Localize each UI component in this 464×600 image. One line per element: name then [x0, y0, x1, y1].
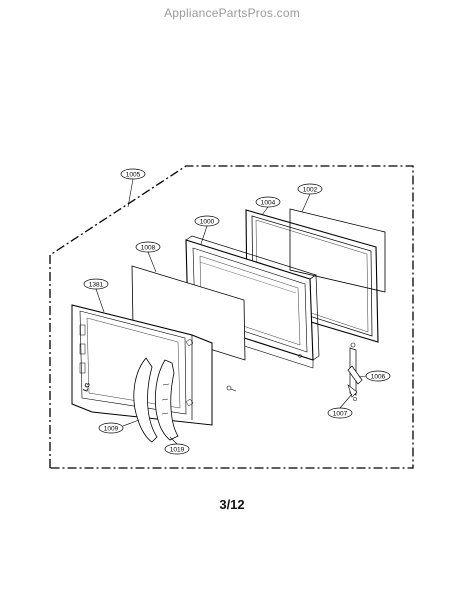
brand-logo: LG [82, 382, 92, 393]
callout-1008: 1008 [135, 241, 161, 253]
part-1008-sheet [131, 265, 246, 361]
part-1009-handle-cover [133, 357, 158, 443]
callout-1007: 1007 [327, 407, 353, 419]
callout-1005: 1005 [120, 168, 146, 180]
callout-label: 1019 [170, 446, 185, 453]
screw [226, 385, 237, 392]
leader-lines [95, 178, 367, 445]
callout-label: 1004 [261, 199, 276, 206]
callout-1019: 1019 [164, 443, 190, 455]
callout-label: 1381 [89, 281, 104, 288]
callout-label: 1009 [104, 425, 119, 432]
assembly-boundary [49, 165, 414, 469]
part-1006-1007-latch [347, 342, 363, 402]
callout-label: 1002 [303, 186, 318, 193]
part-1019-handle [155, 359, 179, 441]
callout-1000: 1000 [194, 215, 220, 227]
callout-1009: 1009 [98, 422, 124, 434]
callout-1006: 1006 [365, 370, 391, 382]
callout-label: 1007 [333, 410, 348, 417]
callout-1004: 1004 [255, 196, 281, 208]
site-watermark: AppliancePartsPros.com [164, 6, 300, 20]
callout-1002: 1002 [297, 183, 323, 195]
callout-1381: 1381 [83, 278, 109, 290]
callout-label: 1005 [126, 171, 141, 178]
callout-label: 1000 [200, 218, 215, 225]
callout-label: 1006 [371, 373, 386, 380]
callout-label: 1008 [141, 244, 156, 251]
page-number: 3/12 [219, 497, 245, 512]
